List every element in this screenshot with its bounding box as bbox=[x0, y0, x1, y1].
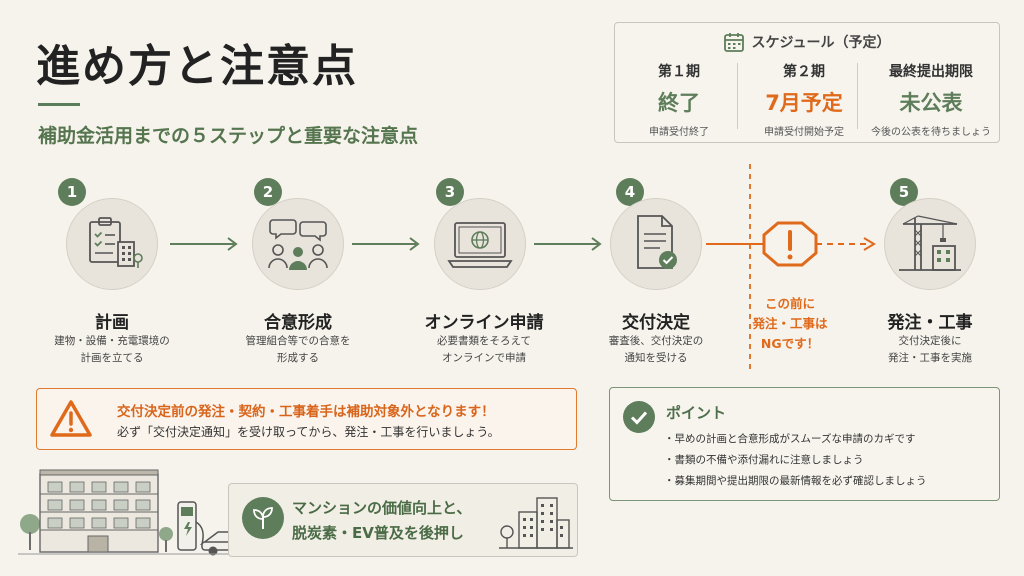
calendar-icon bbox=[724, 33, 745, 52]
step-3-title: オンライン申請 bbox=[424, 313, 544, 333]
warning-title: 交付決定前の発注・契約・工事着手は補助対象外となります！ bbox=[117, 404, 495, 420]
step-number-3: 3 bbox=[436, 178, 464, 206]
step-3-desc-line2: オンラインで申請 bbox=[442, 352, 526, 364]
period-status: 終了 bbox=[658, 91, 700, 115]
schedule-panel: スケジュール（予定） 第１期 終了 申請受付終了 第２期 7月予定 申請受付開始… bbox=[614, 22, 1000, 143]
step-1-desc-line1: 建物・設備・充電環境の bbox=[54, 335, 170, 347]
step-1-icon-circle bbox=[66, 198, 158, 290]
step-number-1: 1 bbox=[58, 178, 86, 206]
step-5-icon-circle bbox=[884, 198, 976, 290]
message-box: マンションの価値向上と、 脱炭素・EV普及を後押し bbox=[228, 483, 578, 557]
schedule-period-3: 最終提出期限 未公表 今後の公表を待ちましょう bbox=[861, 61, 1001, 138]
step-1-title: 計画 bbox=[95, 313, 129, 333]
period-status: 7月予定 bbox=[765, 91, 843, 115]
period-name: 第１期 bbox=[658, 64, 700, 80]
warning-box: 交付決定前の発注・契約・工事着手は補助対象外となります！ 必ず「交付決定通知」を… bbox=[36, 388, 577, 450]
step-3-desc-line1: 必要書類をそろえて bbox=[437, 335, 531, 347]
step-4-title: 交付決定 bbox=[622, 313, 690, 333]
step-4-desc-line1: 審査後、交付決定の bbox=[608, 335, 704, 347]
schedule-divider bbox=[857, 63, 858, 129]
warning-triangle-icon bbox=[50, 400, 92, 437]
ng-line-3: NGです！ bbox=[760, 336, 820, 351]
point-item: ・募集期間や提出期限の最新情報を必ず確認しましょう bbox=[664, 475, 927, 487]
step-5-desc-line1: 交付決定後に bbox=[898, 335, 962, 347]
point-box: ポイント ・早めの計画と合意形成がスムーズな申請のカギです ・書類の不備や添付漏… bbox=[609, 387, 1000, 501]
ng-line-2: 発注・工事は bbox=[752, 316, 828, 331]
message-line-1: マンションの価値向上と、 bbox=[292, 499, 472, 517]
crane-building-icon bbox=[899, 215, 961, 271]
step-3-icon-circle bbox=[434, 198, 526, 290]
arrow-right-icon bbox=[534, 237, 602, 251]
message-line-2: 脱炭素・EV普及を後押し bbox=[292, 524, 464, 542]
check-circle-icon bbox=[623, 401, 655, 433]
step-2-desc-line2: 形成する bbox=[277, 352, 319, 364]
mansion-ev-illustration bbox=[18, 469, 258, 556]
point-title: ポイント bbox=[666, 404, 727, 422]
city-buildings-icon bbox=[499, 497, 573, 549]
arrow-right-icon bbox=[170, 237, 238, 251]
step-4-icon-circle bbox=[610, 198, 702, 290]
step-number-2: 2 bbox=[254, 178, 282, 206]
ng-line-1: この前に bbox=[764, 296, 815, 311]
page-title: 進め方と注意点 bbox=[36, 41, 358, 92]
schedule-label: スケジュール（予定） bbox=[751, 35, 891, 51]
arrow-right-icon bbox=[352, 237, 420, 251]
point-item: ・書類の不備や添付漏れに注意しましょう bbox=[664, 454, 864, 466]
leaf-badge bbox=[242, 497, 284, 539]
message-text: マンションの価値向上と、 脱炭素・EV普及を後押し bbox=[292, 496, 471, 546]
period-note: 申請受付開始予定 bbox=[764, 127, 844, 138]
step-4-desc-line2: 通知を受ける bbox=[624, 352, 688, 364]
ng-barrier bbox=[706, 164, 876, 374]
period-note: 申請受付終了 bbox=[649, 127, 709, 138]
ng-warning-text: この前に 発注・工事は NGです！ bbox=[740, 294, 840, 354]
schedule-divider bbox=[737, 63, 738, 129]
step-5-desc-line2: 発注・工事を実施 bbox=[888, 352, 972, 364]
step-2-title: 合意形成 bbox=[264, 313, 332, 333]
page-subtitle: 補助金活用までの５ステップと重要な注意点 bbox=[38, 125, 419, 147]
step-1-desc-line2: 計画を立てる bbox=[80, 352, 144, 364]
period-name: 第２期 bbox=[783, 64, 825, 80]
laptop-globe-icon bbox=[447, 222, 513, 268]
document-check-icon bbox=[637, 215, 677, 269]
period-name: 最終提出期限 bbox=[889, 64, 973, 80]
schedule-period-2: 第２期 7月予定 申請受付開始予定 bbox=[740, 61, 868, 138]
title-underline bbox=[38, 103, 80, 106]
period-status: 未公表 bbox=[899, 91, 963, 115]
schedule-period-1: 第１期 終了 申請受付終了 bbox=[615, 61, 743, 138]
step-5-title: 発注・工事 bbox=[887, 313, 973, 333]
people-discussion-icon bbox=[268, 219, 328, 270]
step-2-desc-line1: 管理組合等での合意を bbox=[245, 335, 351, 347]
warning-octagon-icon bbox=[762, 221, 818, 267]
point-item: ・早めの計画と合意形成がスムーズな申請のカギです bbox=[664, 433, 916, 445]
warning-body: 必ず「交付決定通知」を受け取ってから、発注・工事を行いましょう。 bbox=[117, 425, 500, 439]
period-note: 今後の公表を待ちましょう bbox=[871, 127, 991, 138]
clipboard-building-icon bbox=[89, 217, 143, 268]
sprout-icon bbox=[253, 507, 273, 529]
step-2-icon-circle bbox=[252, 198, 344, 290]
